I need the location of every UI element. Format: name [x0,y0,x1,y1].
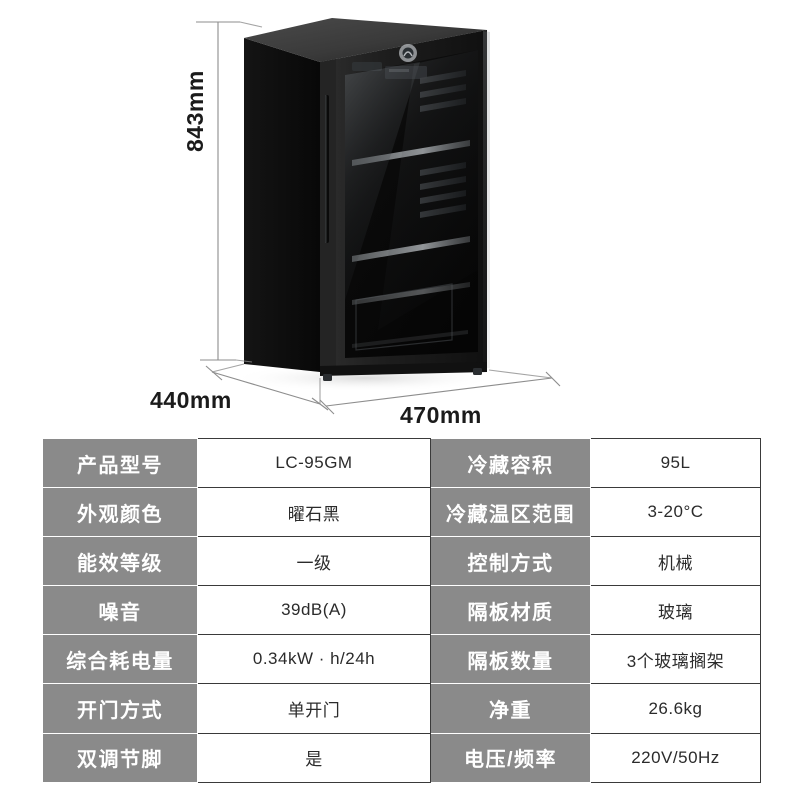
spec-label-left: 开门方式 [42,683,198,734]
spec-label-left: 噪音 [42,585,198,636]
spec-label-right: 电压/频率 [430,732,591,783]
spec-value-right: 机械 [590,536,761,587]
midea-logo-mark [403,51,413,57]
interior-floor [352,330,468,348]
height-extension-bottom [235,359,253,363]
spec-label-left: 产品型号 [42,437,198,489]
spec-value-left: LC-95GM [197,437,431,489]
spec-label-left: 能效等级 [42,536,198,587]
product-hero-image [196,18,561,415]
glass-reflection-right [378,50,478,330]
adjustable-foot-left [323,374,332,381]
spec-label-left: 综合耗电量 [42,634,198,685]
cabinet-top-panel [244,18,487,62]
dimension-lines [196,21,561,415]
cabinet-left-side [244,38,320,372]
spec-label-right: 冷藏容积 [430,437,591,489]
spec-label-left: 双调节脚 [42,732,198,783]
depth-extension-left [211,363,245,373]
table-row: 能效等级一级控制方式机械 [42,536,761,587]
depth-dimension-line [211,371,321,405]
spec-label-right: 净重 [430,683,591,734]
spec-value-right: 3-20°C [590,487,761,538]
width-cap-start [319,399,335,415]
spec-label-right: 控制方式 [430,536,591,587]
spec-value-left: 曜石黑 [197,487,431,538]
spec-value-right: 26.6kg [590,683,761,734]
spec-value-right: 95L [590,437,761,489]
spec-value-right: 玻璃 [590,585,761,636]
spec-value-right: 220V/50Hz [590,732,761,783]
midea-logo-inner [402,47,414,59]
spec-label-right: 隔板材质 [430,585,591,636]
spec-value-left: 一级 [197,536,431,587]
interior-light [352,62,382,71]
adjustable-foot-right [473,368,482,375]
product-illustration [196,18,561,415]
dimension-label-height: 843mm [182,70,209,152]
depth-cap-start [205,365,223,381]
dimension-label-depth: 440mm [150,387,232,413]
width-extension-right [488,369,553,379]
spec-label-right: 冷藏温区范围 [430,487,591,538]
width-cap-end [545,371,561,387]
dimension-label-width: 470mm [400,402,482,428]
height-extension-top [239,21,263,28]
spec-value-left: 单开门 [197,683,431,734]
cabinet-base [320,362,487,376]
spec-label-right: 隔板数量 [430,634,591,685]
spec-value-left: 39dB(A) [197,585,431,636]
spec-value-right: 3个玻璃搁架 [590,634,761,685]
spec-value-left: 是 [197,732,431,783]
spec-label-left: 外观颜色 [42,487,198,538]
spec-value-left: 0.34kW · h/24h [197,634,431,685]
width-dimension-line [325,377,553,407]
cabinet-right-edge [483,31,490,368]
door-handle-highlight [325,95,327,243]
glass-reflection-left [345,62,420,300]
